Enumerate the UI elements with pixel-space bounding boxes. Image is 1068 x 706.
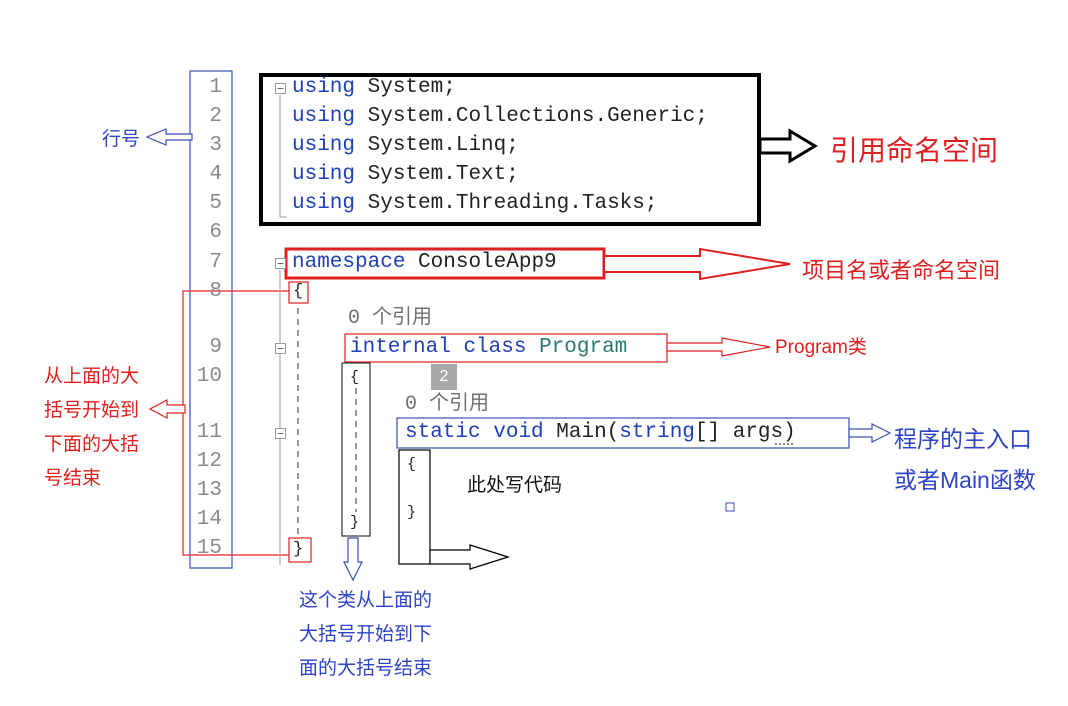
class-down-arrow <box>343 537 363 582</box>
line-number-10: 10 <box>196 365 222 388</box>
main-close-brace: } <box>407 504 417 521</box>
code-line-using-5: using System.Threading.Tasks; <box>292 192 658 215</box>
line-number-2: 2 <box>209 105 222 128</box>
outer-brace-line: 下面的大括 <box>44 434 140 455</box>
ns-range-bracket <box>182 290 289 556</box>
class-open-brace: { <box>350 369 360 386</box>
code-line-main: static void Main(string[] args) <box>405 421 796 444</box>
line-number-8: 8 <box>209 280 222 303</box>
annotation-entry-line1: 程序的主入口 <box>894 426 1032 452</box>
namespace-close-brace: } <box>293 540 304 559</box>
small-square-marker <box>725 502 735 512</box>
annotation-entry-line2: 或者Main函数 <box>894 467 1036 493</box>
annotation-program-class: Program类 <box>775 337 867 358</box>
code-line-namespace: namespace ConsoleApp9 <box>292 251 557 274</box>
code-line-using-3: using System.Linq; <box>292 134 519 157</box>
line-number-15: 15 <box>196 537 222 560</box>
main-open-brace: { <box>407 456 417 473</box>
code-line-using-2: using System.Collections.Generic; <box>292 105 708 128</box>
annotation-write-code: 此处写代码 <box>467 475 563 496</box>
ns-range-arrow <box>148 399 186 419</box>
code-line-using-4: using System.Text; <box>292 163 519 186</box>
fold-toggle-namespace[interactable]: − <box>275 258 286 269</box>
main-arrow <box>848 423 892 443</box>
line-number-6: 6 <box>209 221 222 244</box>
main-body-arrow <box>429 544 510 570</box>
namespace-open-brace: { <box>293 282 304 301</box>
line-number-4: 4 <box>209 163 222 186</box>
class-brace-line: 大括号开始到下 <box>299 624 433 645</box>
using-arrow <box>758 128 818 164</box>
annotation-line-number: 行号 <box>102 129 141 150</box>
inline-hint-badge: 2 <box>431 364 457 390</box>
fold-toggle-using[interactable]: − <box>275 83 286 94</box>
main-body-box <box>398 449 431 565</box>
line-number-12: 12 <box>196 450 222 473</box>
class-body-box <box>341 362 371 537</box>
annotation-outer-brace: 从上面的大 括号开始到 下面的大括 号结束 <box>44 360 139 496</box>
line-number-1: 1 <box>209 76 222 99</box>
line-number-5: 5 <box>209 192 222 215</box>
class-arrow <box>666 337 771 357</box>
main-reference-count[interactable]: 0 个引用 <box>405 393 490 416</box>
class-reference-count[interactable]: 0 个引用 <box>348 307 433 330</box>
annotation-class-brace: 这个类从上面的 大括号开始到下 面的大括号结束 <box>299 584 432 686</box>
annotation-using-namespace: 引用命名空间 <box>830 135 999 166</box>
line-number-9: 9 <box>209 336 222 359</box>
line-number-arrow <box>145 128 193 146</box>
code-line-class: internal class Program <box>350 336 628 359</box>
ns-open-brace-box <box>288 281 309 304</box>
class-brace-line: 这个类从上面的 <box>299 590 433 611</box>
line-number-14: 14 <box>196 508 222 531</box>
namespace-arrow <box>603 247 791 281</box>
outer-brace-line: 号结束 <box>44 468 102 489</box>
line-number-3: 3 <box>209 134 222 157</box>
outer-brace-line: 括号开始到 <box>44 400 140 421</box>
ns-close-brace-box <box>288 537 312 563</box>
class-brace-line: 面的大括号结束 <box>299 658 433 679</box>
code-line-using-1: using System; <box>292 76 456 99</box>
line-number-7: 7 <box>209 251 222 274</box>
outer-brace-line: 从上面的大 <box>44 366 140 387</box>
fold-toggle-class[interactable]: − <box>275 343 286 354</box>
annotation-project-namespace: 项目名或者命名空间 <box>802 258 1001 283</box>
line-number-13: 13 <box>196 479 222 502</box>
fold-toggle-main[interactable]: − <box>275 428 286 439</box>
class-close-brace: } <box>350 514 360 531</box>
line-number-11: 11 <box>196 421 222 444</box>
line-number-box <box>189 70 233 569</box>
